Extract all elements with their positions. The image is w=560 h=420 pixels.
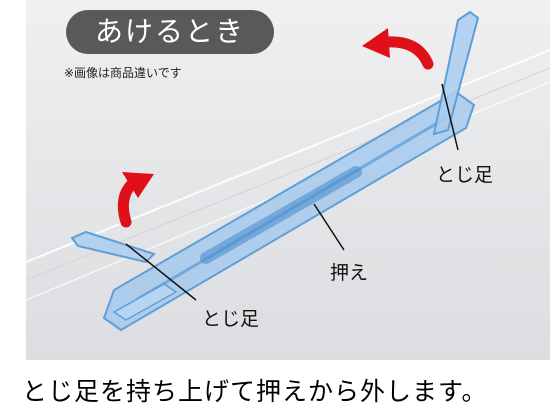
folder-edge-line: [26, 49, 550, 263]
label-leg-top: とじ足: [436, 164, 494, 186]
image-note: ※画像は商品違いです: [64, 66, 182, 80]
leader-line-leg-top: [441, 83, 459, 151]
curved-arrow-left-icon: [362, 28, 434, 70]
product-photo: あけるとき ※画像は商品違いです とじ足 押え とじ足: [26, 0, 550, 360]
label-press: 押え: [330, 262, 369, 284]
instruction-caption: とじ足を持ち上げて押えから外します。: [22, 377, 488, 406]
fastener-illustration: [26, 10, 550, 332]
title-badge: あけるとき: [66, 10, 274, 54]
leader-line-press: [313, 203, 345, 251]
curved-arrow-up-icon: [117, 172, 154, 228]
fastener-leg-top: [432, 10, 480, 136]
press-bar-center: [200, 166, 362, 264]
label-leg-bottom: とじ足: [202, 308, 260, 330]
fastener-leg-bottom: [70, 230, 156, 264]
leader-line-leg-bottom: [125, 243, 197, 301]
bar-end-slot: [112, 283, 178, 321]
